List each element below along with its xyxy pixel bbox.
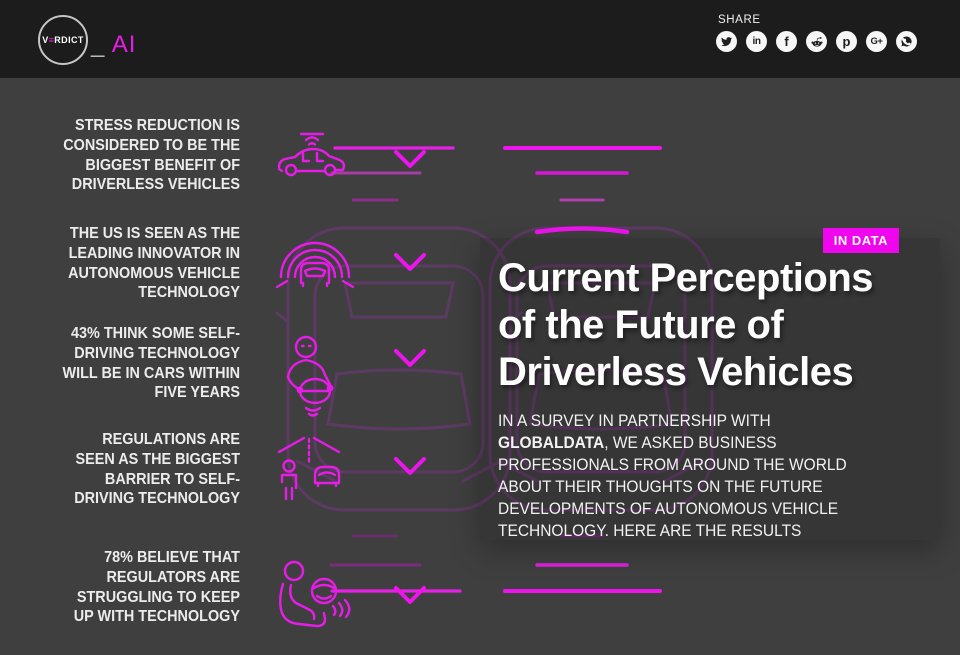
pedestrian-detection-icon xyxy=(277,436,341,501)
logo-stylized-e: ≡ xyxy=(48,35,55,45)
headline-line: DRIVING TECHNOLOGY xyxy=(74,344,240,362)
pinterest-share-icon[interactable]: p xyxy=(836,31,857,52)
sidebar-item-stress-reduction[interactable]: STRESS REDUCTION IS CONSIDERED TO BE THE… xyxy=(43,116,240,195)
linkedin-glyph: in xyxy=(752,35,761,47)
linkedin-share-icon[interactable]: in xyxy=(746,31,767,52)
headline-line: STRESS REDUCTION IS xyxy=(74,117,240,134)
pinterest-glyph: p xyxy=(842,34,851,49)
headline-line: DRIVING TECHNOLOGY xyxy=(74,490,240,508)
reddit-share-icon[interactable] xyxy=(806,31,827,52)
chevron-down-icons xyxy=(394,150,426,604)
logo-text-v: V xyxy=(42,35,49,45)
headline-line: REGULATIONS ARE xyxy=(102,431,240,448)
sidebar-item-regulations-barrier[interactable]: REGULATIONS ARE SEEN AS THE BIGGEST BARR… xyxy=(43,430,240,509)
headline-line: BIGGEST BENEFIT OF xyxy=(85,156,240,174)
verdict-ai-logo[interactable]: V≡RDICT _ AI xyxy=(38,15,136,65)
reddit-alien-glyph xyxy=(810,36,823,47)
headline-line: REGULATORS ARE xyxy=(106,568,240,586)
chevron-down-icon xyxy=(394,253,426,271)
headline-line: 43% THINK SOME SELF- xyxy=(71,325,240,342)
title-line: Driverless Vehicles xyxy=(498,350,854,394)
headline-line: TECHNOLOGY xyxy=(138,284,240,302)
in-data-card: IN DATA Current Perceptions of the Futur… xyxy=(480,228,943,542)
twitter-share-icon[interactable] xyxy=(716,31,737,52)
logo-suffix: _ AI xyxy=(91,31,136,59)
article-title: Current Perceptions of the Future of Dri… xyxy=(498,255,943,396)
article-intro: IN A SURVEY IN PARTNERSHIP WITH GLOBALDA… xyxy=(498,410,885,542)
sidebar-item-43-percent-five-years[interactable]: 43% THINK SOME SELF- DRIVING TECHNOLOGY … xyxy=(43,324,240,403)
facebook-share-icon[interactable]: f xyxy=(776,31,797,52)
share-icons-row: in f p G+ xyxy=(716,31,917,52)
headline-line: FIVE YEARS xyxy=(154,384,240,402)
intro-text: IN A SURVEY IN PARTNERSHIP WITH xyxy=(498,412,771,430)
radar-sensing-car-icon xyxy=(275,241,355,289)
verdict-logo-circle: V≡RDICT xyxy=(38,15,88,65)
google-plus-glyph: G+ xyxy=(870,35,883,47)
sidebar-item-us-leading-innovator[interactable]: THE US IS SEEN AS THE LEADING INNOVATOR … xyxy=(43,224,240,303)
headline-line: STRUGGLING TO KEEP xyxy=(76,588,240,606)
whatsapp-share-icon[interactable] xyxy=(896,31,917,52)
chevron-down-icon xyxy=(394,150,426,168)
title-line: Current Perceptions xyxy=(498,256,874,300)
whatsapp-glyph xyxy=(901,36,912,47)
globaldata-bold-text: GLOBALDATA xyxy=(498,434,605,452)
headline-line: LEADING INNOVATOR IN xyxy=(68,244,240,262)
chevron-down-icon xyxy=(394,457,426,475)
twitter-bird-glyph xyxy=(721,37,733,47)
headline-line: AUTONOMOUS VEHICLE xyxy=(68,264,240,282)
in-data-badge: IN DATA xyxy=(822,228,899,253)
headline-line: THE US IS SEEN AS THE xyxy=(69,225,241,242)
share-block: SHARE in f xyxy=(716,14,917,52)
headline-line: SEEN AS THE BIGGEST xyxy=(75,450,240,468)
headline-line: 78% BELIEVE THAT xyxy=(104,549,240,566)
logo-text-rest: RDICT xyxy=(54,35,84,45)
logo-ai-text: AI xyxy=(111,31,137,58)
facebook-glyph: f xyxy=(784,34,789,49)
headline-line: BARRIER TO SELF- xyxy=(104,470,240,488)
header: V≡RDICT _ AI SHARE in f xyxy=(0,0,960,78)
driver-holding-wheel-icon xyxy=(286,335,334,417)
headline-line: DRIVERLESS VEHICLES xyxy=(71,176,240,194)
google-plus-share-icon[interactable]: G+ xyxy=(866,31,887,52)
headline-line: CONSIDERED TO BE THE xyxy=(63,136,240,154)
scan-highlight-roof xyxy=(534,226,630,235)
sidebar-item-78-percent-regulators[interactable]: 78% BELIEVE THAT REGULATORS ARE STRUGGLI… xyxy=(43,548,240,627)
headline-line: WILL BE IN CARS WITHIN xyxy=(62,364,241,382)
headline-line: UP WITH TECHNOLOGY xyxy=(73,608,240,626)
hands-free-passenger-icon xyxy=(279,560,351,628)
share-label: SHARE xyxy=(718,14,761,26)
chevron-down-icon xyxy=(394,586,426,604)
connected-car-icon xyxy=(277,132,346,177)
title-line: of the Future of xyxy=(498,303,784,347)
chevron-down-icon xyxy=(394,349,426,367)
logo-underscore: _ xyxy=(91,31,106,58)
